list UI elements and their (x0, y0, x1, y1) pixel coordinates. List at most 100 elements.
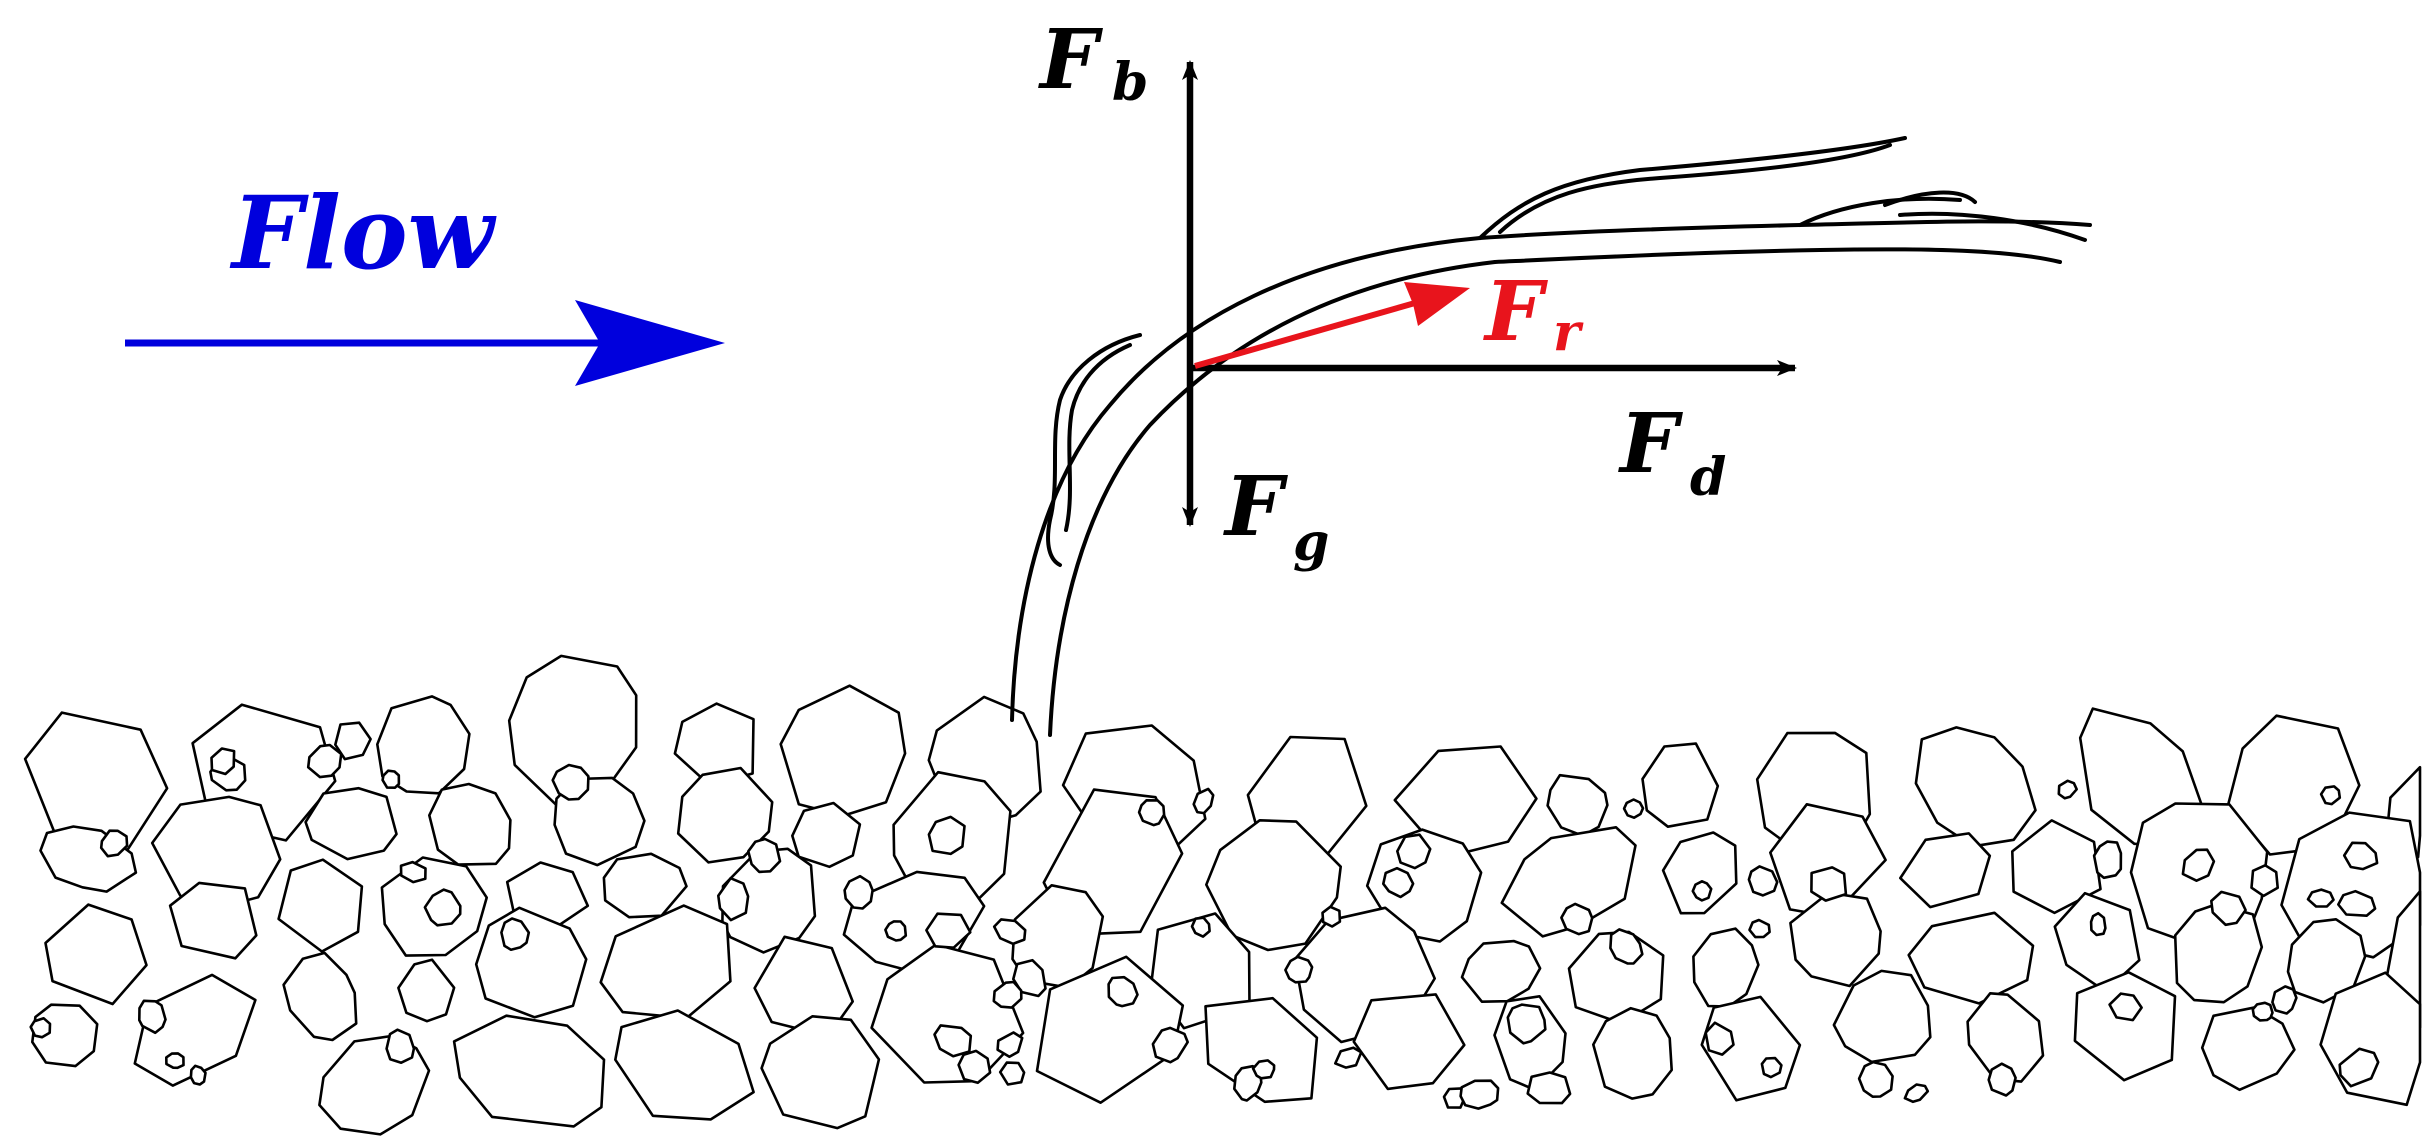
gravel-stone (2073, 970, 2177, 1082)
gravel-stone (760, 1014, 881, 1130)
gravel-stone (779, 684, 907, 818)
gravel-stone (2251, 1001, 2274, 1022)
gravel-stone (1966, 991, 2045, 1083)
gravel-stone (1987, 1062, 2017, 1097)
svg-text:F: F (1223, 459, 1288, 555)
gravel-stone (996, 1031, 1024, 1059)
gravel-stone (957, 1049, 992, 1085)
gravel-stone (992, 918, 1027, 946)
gravel-stone (1641, 742, 1720, 829)
gravel-stone (843, 874, 874, 910)
gravel-stone (500, 917, 531, 952)
gravel-stone (716, 876, 750, 922)
gravel-stone (2108, 992, 2143, 1022)
gravel-stone (1334, 1046, 1363, 1069)
svg-text:F: F (1483, 264, 1548, 360)
gravel-stone (2250, 863, 2279, 898)
resultant-force-label: F r (1483, 264, 1584, 363)
gravel-stone (2306, 888, 2335, 908)
gravel-stone (1748, 918, 1771, 939)
gravel-stone (2337, 889, 2377, 918)
gravel-stone (210, 747, 236, 776)
gravel-stone (452, 1014, 606, 1128)
gravel-stone (1151, 1026, 1189, 1064)
gravel-stone (189, 1064, 207, 1086)
gravel-stone (1760, 1056, 1783, 1079)
gravel-stone (1190, 916, 1211, 938)
gravel-stone (746, 837, 782, 874)
gravel-stone (1769, 802, 1887, 919)
gravel-stone (992, 980, 1023, 1009)
gravel-stone (2173, 903, 2264, 1004)
gravel-stone (2011, 819, 2102, 915)
gravel-stone (927, 815, 966, 856)
gravel-stone (1251, 1059, 1276, 1080)
gravel-stone (2319, 971, 2422, 1107)
gravel-stone (998, 1061, 1026, 1086)
gravel-stone (381, 769, 401, 790)
gravel-stone (1546, 773, 1609, 838)
aquatic-plant (1010, 136, 2092, 737)
gravel-stone (2286, 917, 2367, 1004)
gravel-stone (2338, 1047, 2380, 1088)
gravel-stone (753, 935, 855, 1038)
flow-label: Flow (229, 174, 497, 292)
gravel-stone (2181, 848, 2216, 883)
gravel-stone (1506, 1003, 1547, 1045)
resultant-force-arrow (1194, 282, 1470, 369)
gravel-stone (613, 1009, 755, 1121)
gravel-stone (44, 903, 148, 1006)
gravel-stone (397, 958, 456, 1023)
gravel-stone (1903, 1083, 1930, 1104)
gravel-stone (2271, 985, 2298, 1015)
flow-arrow (125, 300, 725, 386)
gravel-stone (1609, 928, 1644, 965)
svg-text:g: g (1293, 512, 1329, 573)
gravel-stone (1592, 1006, 1673, 1100)
gravel-stone (30, 1003, 99, 1068)
gravel-stone (1284, 955, 1314, 984)
svg-text:F: F (1618, 396, 1683, 492)
gravel-stone (2342, 841, 2379, 871)
gravel-stone (602, 852, 688, 919)
gravel-stone (1914, 726, 2037, 848)
gravel-stone (1500, 825, 1637, 938)
gravel-stone (138, 999, 167, 1035)
gravel-stone (790, 801, 862, 869)
gravel-stone (282, 951, 358, 1042)
buoyancy-force-label: F b (1038, 12, 1148, 113)
gravel-stone (1810, 866, 1848, 902)
gravity-force-label: F g (1223, 459, 1329, 573)
svg-text:d: d (1690, 447, 1726, 508)
gravel-stone (168, 881, 258, 960)
gravel-stone (1692, 927, 1760, 1008)
gravel-stone (2053, 891, 2141, 993)
gravel-stone (1789, 891, 1882, 988)
gravel-stone (306, 743, 343, 779)
gravel-stone (1107, 975, 1139, 1008)
gravel-stone (1560, 902, 1594, 936)
svg-text:b: b (1112, 52, 1148, 113)
svg-text:F: F (1038, 12, 1103, 108)
gravel-stone (474, 906, 588, 1019)
gravel-bed (23, 654, 2422, 1136)
gravel-stone (304, 786, 398, 861)
gravel-stone (333, 721, 372, 761)
gravel-stone (1204, 996, 1319, 1104)
gravel-stone (1137, 798, 1166, 827)
gravel-stone (2057, 779, 2078, 800)
gravel-stone (375, 695, 471, 795)
gravel-stone (1526, 1071, 1572, 1105)
gravel-stone (2200, 1005, 2296, 1092)
gravel-stone (1691, 879, 1713, 902)
gravel-stone (2319, 785, 2342, 806)
drag-force-label: F d (1618, 396, 1726, 508)
gravel-stone (423, 888, 462, 927)
gravel-stone (1704, 1021, 1735, 1056)
gravel-stone (1352, 993, 1466, 1091)
gravel-stone (1382, 866, 1415, 899)
gravel-stone (1396, 833, 1432, 870)
gravel-stone (427, 782, 512, 866)
